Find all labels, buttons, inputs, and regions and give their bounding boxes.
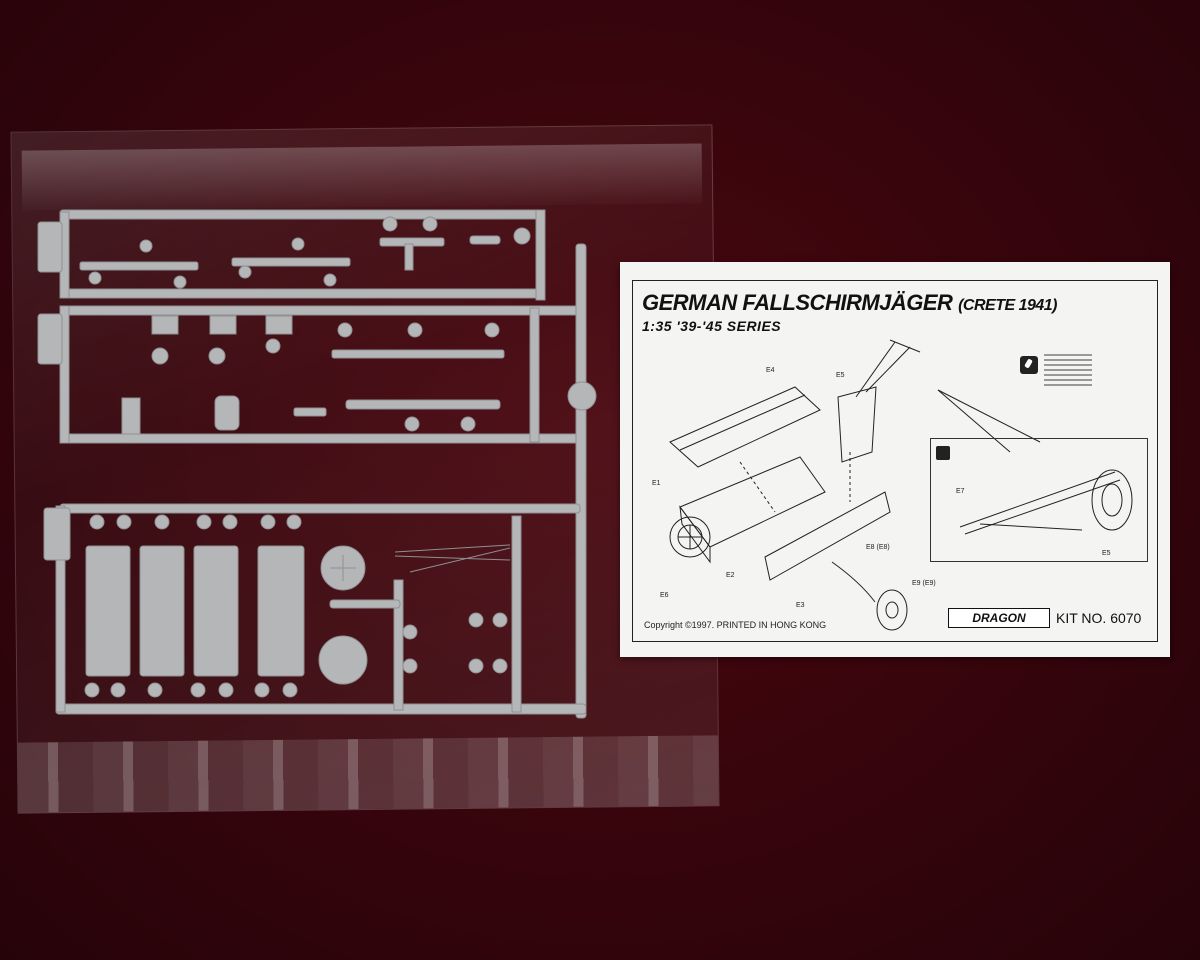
brand-logo: DRAGON <box>948 608 1050 628</box>
detail-tool-icon <box>936 446 950 460</box>
title-suffix: (CRETE 1941) <box>958 297 1057 314</box>
label-e7: E7 <box>956 488 965 495</box>
label-e2: E2 <box>726 572 735 579</box>
label-e9: E9 (E9) <box>912 580 936 587</box>
copyright-text: Copyright ©1997. PRINTED IN HONG KONG <box>644 620 827 630</box>
caution-text-lines <box>1044 354 1092 389</box>
sheet-frame <box>632 280 1158 642</box>
assembly-diagram <box>669 339 1133 631</box>
label-e4: E4 <box>766 367 775 374</box>
caution-icon <box>1020 356 1038 374</box>
title-main: GERMAN FALLSCHIRMJÄGER <box>642 290 953 315</box>
label-e8: E8 (E8) <box>866 544 890 551</box>
label-e1: E1 <box>652 480 661 487</box>
series-label: 1:35 '39-'45 SERIES <box>642 318 782 334</box>
instruction-sheet: GERMAN FALLSCHIRMJÄGER (CRETE 1941) 1:35… <box>620 262 1170 657</box>
detail-inset <box>930 438 1148 562</box>
label-e5: E5 <box>836 372 845 379</box>
kit-number: KIT NO. 6070 <box>1056 610 1142 626</box>
label-e6: E6 <box>660 592 669 599</box>
sheet-title: GERMAN FALLSCHIRMJÄGER (CRETE 1941) <box>642 290 1057 316</box>
label-e5-detail: E5 <box>1102 550 1111 557</box>
label-e3: E3 <box>796 602 805 609</box>
